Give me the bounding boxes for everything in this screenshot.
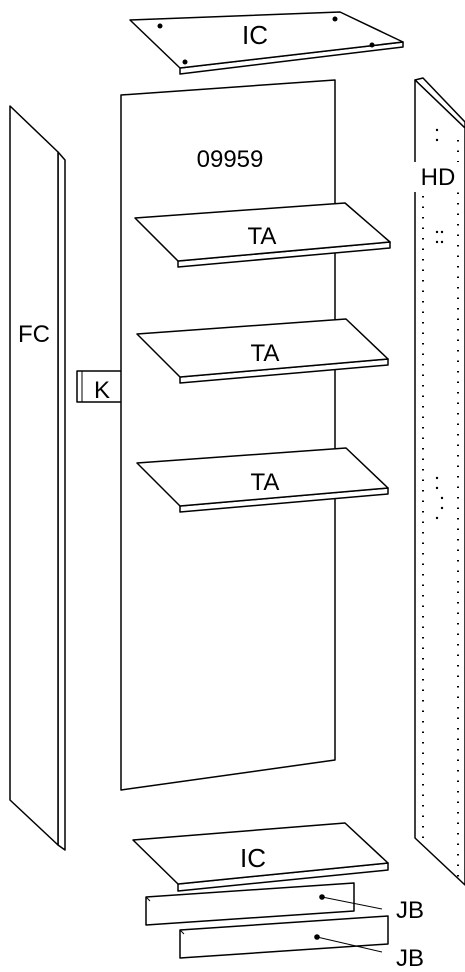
plinth-1-label: JB: [396, 897, 424, 924]
top-panel-label: IC: [242, 20, 268, 50]
right-side-panel: HD: [413, 77, 465, 886]
plinth-2: JB: [179, 915, 424, 972]
back-panel-code: 09959: [197, 146, 264, 173]
shelf-3: TA: [136, 447, 389, 513]
shelf-2: TA: [136, 318, 389, 384]
bottom-panel: IC: [132, 822, 389, 892]
plinth-2-label: JB: [396, 945, 424, 972]
shelf-1: TA: [134, 202, 391, 268]
plinth-1: JB: [145, 882, 424, 926]
shelf-3-label: TA: [251, 469, 280, 496]
left-side-panel: FC: [9, 105, 66, 851]
bottom-panel-label: IC: [240, 843, 266, 873]
connector-part: K: [76, 370, 123, 404]
connector-label: K: [94, 377, 110, 404]
top-panel: IC: [129, 11, 404, 75]
shelf-pin-holes: [435, 128, 444, 520]
left-side-label: FC: [18, 321, 50, 348]
back-panel: 09959: [120, 79, 336, 791]
right-side-label: HD: [421, 164, 456, 191]
shelf-1-label: TA: [248, 223, 277, 250]
shelf-2-label: TA: [251, 340, 280, 367]
